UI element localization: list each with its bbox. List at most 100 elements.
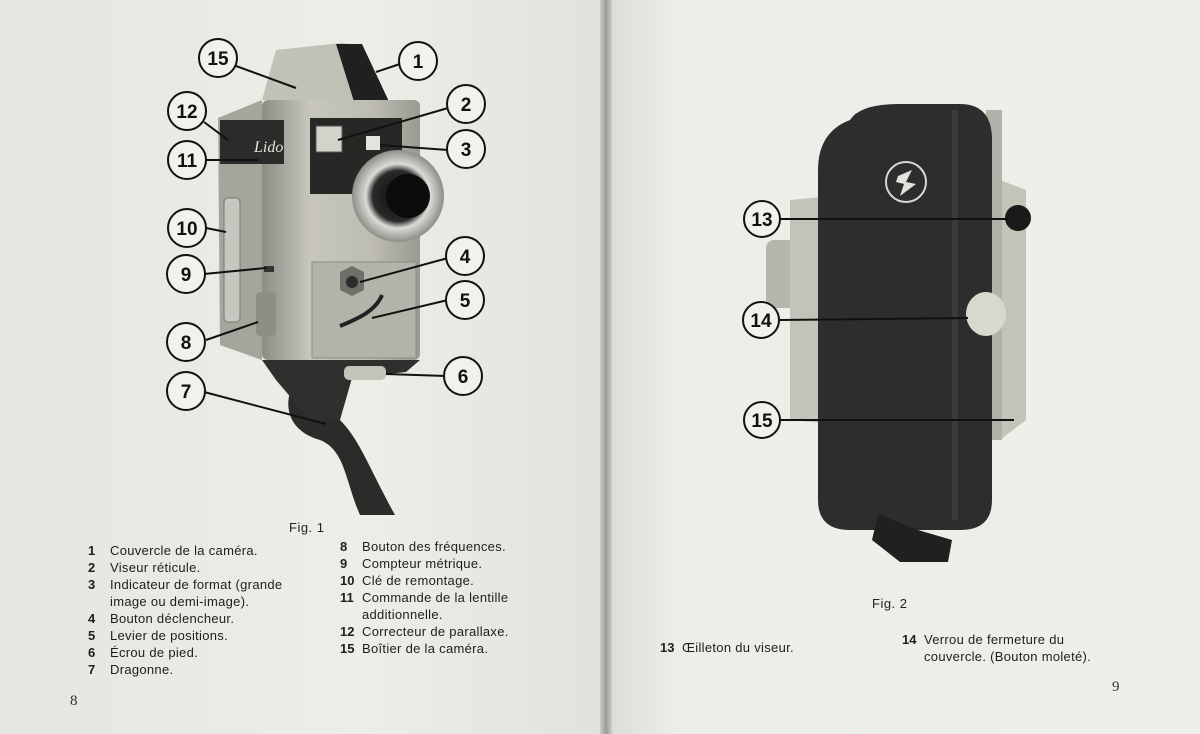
legend-text: Compteur métrique. bbox=[362, 556, 483, 571]
callout-3: 3 bbox=[446, 129, 486, 169]
nameplate bbox=[220, 120, 284, 164]
callout-15: 15 bbox=[198, 38, 238, 78]
svg-text:5: 5 bbox=[460, 291, 471, 312]
legend-text: Indicateur de format (grande image ou de… bbox=[110, 577, 283, 609]
legend-text: Dragonne. bbox=[110, 662, 174, 677]
legend-text: Correcteur de parallaxe. bbox=[362, 624, 509, 639]
legend-number: 14 bbox=[902, 632, 917, 647]
legend-number: 3 bbox=[88, 577, 96, 592]
svg-text:9: 9 bbox=[181, 265, 192, 286]
callout-7: 7 bbox=[166, 371, 206, 411]
page-number-left: 8 bbox=[70, 693, 78, 709]
callout-14: 14 bbox=[742, 301, 780, 339]
legend-item: 6 Écrou de pied. bbox=[88, 644, 320, 661]
callout-10: 10 bbox=[167, 208, 207, 248]
legend-number: 6 bbox=[88, 645, 96, 660]
callout-1: 1 bbox=[398, 41, 438, 81]
callout-9: 9 bbox=[166, 254, 206, 294]
tripod-nut bbox=[344, 366, 386, 380]
position-lever bbox=[339, 294, 384, 328]
callout-15-right: 15 bbox=[743, 401, 781, 439]
callout-6: 6 bbox=[443, 356, 483, 396]
legend-item: 11 Commande de la lentille additionnelle. bbox=[340, 589, 572, 623]
legend-item: 12 Correcteur de parallaxe. bbox=[340, 623, 572, 640]
svg-text:6: 6 bbox=[458, 367, 469, 388]
legend-item: 1 Couvercle de la caméra. bbox=[88, 542, 320, 559]
legend-text: Boîtier de la caméra. bbox=[362, 641, 489, 656]
callout-2: 2 bbox=[446, 84, 486, 124]
svg-text:1: 1 bbox=[413, 52, 424, 73]
legend-number: 7 bbox=[88, 662, 96, 677]
legend-item: 13 Œilleton du viseur. bbox=[660, 639, 860, 656]
callout-8: 8 bbox=[166, 322, 206, 362]
svg-text:15: 15 bbox=[207, 49, 229, 70]
legend-number: 8 bbox=[340, 539, 348, 554]
callout-5: 5 bbox=[445, 280, 485, 320]
format-indicator bbox=[366, 136, 380, 150]
legend-number: 15 bbox=[340, 641, 355, 656]
figure-1-caption: Fig. 1 bbox=[289, 520, 325, 535]
svg-text:14: 14 bbox=[750, 311, 772, 332]
callout-12: 12 bbox=[167, 91, 207, 131]
camera-front-figure: Lido 15 1 12 2 11 3 10 4 9 5 8 bbox=[166, 38, 486, 515]
legend-item: 3 Indicateur de format (grande image ou d… bbox=[88, 576, 320, 610]
viewfinder-window bbox=[315, 125, 343, 153]
svg-text:15: 15 bbox=[751, 411, 773, 432]
camera-brand-label: Lido bbox=[253, 139, 283, 156]
legend-item: 7 Dragonne. bbox=[88, 661, 320, 678]
legend-column-1: 1 Couvercle de la caméra. 2 Viseur réticule… bbox=[88, 542, 320, 678]
svg-text:2: 2 bbox=[461, 95, 472, 116]
callout-11: 11 bbox=[167, 140, 207, 180]
legend-text: Bouton des fréquences. bbox=[362, 539, 506, 554]
legend-text: Clé de remontage. bbox=[362, 573, 475, 588]
legend-column-3: 13 Œilleton du viseur. bbox=[660, 639, 860, 656]
legend-number: 4 bbox=[88, 611, 96, 626]
svg-text:8: 8 bbox=[181, 333, 192, 354]
svg-text:3: 3 bbox=[461, 140, 472, 161]
svg-text:7: 7 bbox=[181, 382, 192, 403]
cover-lock-knob bbox=[966, 292, 1006, 336]
svg-text:10: 10 bbox=[176, 219, 197, 240]
speed-dial bbox=[256, 292, 276, 336]
svg-text:4: 4 bbox=[460, 247, 471, 268]
legend-text: Écrou de pied. bbox=[110, 645, 199, 660]
leader-lines bbox=[203, 63, 449, 425]
book-gutter bbox=[600, 0, 612, 734]
svg-text:12: 12 bbox=[176, 102, 197, 123]
legend-text: Verrou de fermeture du couvercle. (Bouto… bbox=[924, 632, 1092, 664]
svg-text:11: 11 bbox=[177, 151, 198, 172]
legend-text: Commande de la lentille additionnelle. bbox=[362, 590, 509, 622]
figure-2-caption: Fig. 2 bbox=[872, 596, 908, 611]
legend-text: Bouton déclencheur. bbox=[110, 611, 235, 626]
legend-number: 2 bbox=[88, 560, 96, 575]
page-number-right: 9 bbox=[1112, 679, 1120, 695]
legend-number: 12 bbox=[340, 624, 355, 639]
legend-column-2: 8 Bouton des fréquences. 9 Compteur métriqu… bbox=[340, 538, 572, 657]
legend-item: 10 Clé de remontage. bbox=[340, 572, 572, 589]
winding-key bbox=[223, 197, 241, 323]
legend-item: 2 Viseur réticule. bbox=[88, 559, 320, 576]
callout-4: 4 bbox=[445, 236, 485, 276]
legend-text: Œilleton du viseur. bbox=[682, 640, 794, 655]
legend-number: 13 bbox=[660, 640, 675, 655]
legend-text: Couvercle de la caméra. bbox=[110, 543, 258, 558]
viewfinder-eyepiece bbox=[1005, 205, 1031, 231]
callout-13: 13 bbox=[743, 200, 781, 238]
legend-item: 4 Bouton déclencheur. bbox=[88, 610, 320, 627]
legend-number: 10 bbox=[340, 573, 355, 588]
camera-side-body bbox=[818, 104, 992, 530]
callout-markers: 15 1 12 2 11 3 10 4 9 5 8 6 7 bbox=[166, 38, 486, 411]
legend-column-4: 14 Verrou de fermeture du couvercle. (Bou… bbox=[902, 631, 1110, 665]
legend-item: 14 Verrou de fermeture du couvercle. (Bou… bbox=[902, 631, 1110, 665]
legend-number: 5 bbox=[88, 628, 96, 643]
legend-item: 8 Bouton des fréquences. bbox=[340, 538, 572, 555]
legend-text: Viseur réticule. bbox=[110, 560, 201, 575]
legend-number: 9 bbox=[340, 556, 348, 571]
legend-number: 1 bbox=[88, 543, 96, 558]
svg-text:13: 13 bbox=[751, 210, 772, 231]
legend-number: 11 bbox=[340, 590, 354, 605]
legend-item: 9 Compteur métrique. bbox=[340, 555, 572, 572]
legend-item: 15 Boîtier de la caméra. bbox=[340, 640, 572, 657]
